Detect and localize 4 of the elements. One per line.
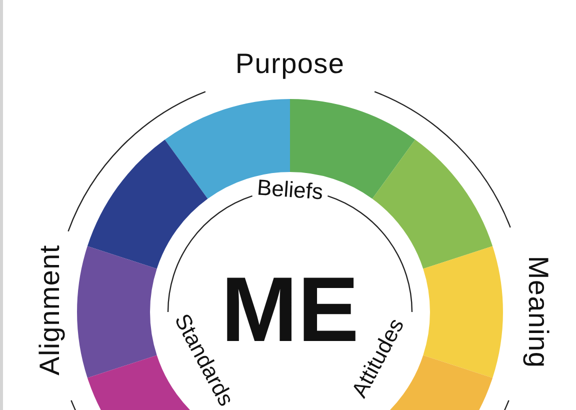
ring-label: Meaning [524,256,552,368]
ring-label: Purpose [235,50,345,78]
ring-label: Beliefs [256,176,324,204]
ring-label: Alignment [36,244,64,376]
